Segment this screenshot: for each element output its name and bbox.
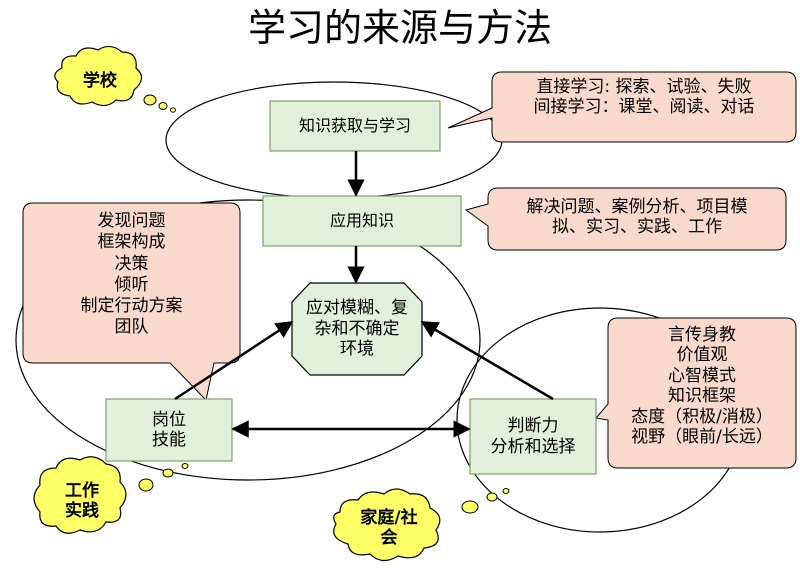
job-skills-line-1: 岗位	[152, 409, 186, 430]
learning-modes-line-1: 直接学习: 探索、试验、失败	[536, 77, 752, 97]
job-skills-item-5: 制定行动方案	[80, 296, 183, 316]
application-methods-callout: 解决问题、案例分析、项目模 拟、实习、实践、工作	[490, 197, 784, 238]
school-label: 学校	[62, 64, 138, 98]
family-society-label: 家庭/社 会	[342, 502, 436, 554]
job-skills-item-1: 发现问题	[97, 211, 166, 231]
job-skills-item-3: 决策	[114, 253, 149, 274]
apply-knowledge-label: 应用知识	[329, 211, 394, 231]
family-society-cloud	[333, 488, 510, 562]
work-practice-label: 工作 实践	[42, 474, 122, 528]
work-practice-line-1: 工作	[65, 480, 99, 501]
judgment-sources-callout-shape	[595, 317, 797, 469]
job-skills-line-2: 技能	[152, 430, 186, 450]
judgment-box: 判断力 分析和选择	[470, 399, 596, 474]
work-practice-line-2: 实践	[65, 501, 99, 521]
judgment-sources-item-3: 心智模式	[668, 365, 736, 386]
job-skills-box: 岗位 技能	[106, 399, 232, 461]
application-methods-callout-shape	[464, 187, 787, 251]
judgment-sources-item-6: 视野（眼前/长远）	[631, 426, 773, 447]
judgment-sources-item-2: 价值观	[676, 345, 728, 366]
judgment-box-shape	[469, 398, 597, 475]
job-skills-callout: 发现问题 框架构成 决策 倾听 制定行动方案 团队	[25, 211, 238, 339]
family-society-line-2: 会	[380, 528, 398, 548]
environment-octagon-shape	[291, 282, 423, 376]
school-cloud	[54, 45, 176, 113]
environment-line-2: 杂和不确定	[314, 318, 400, 339]
diagram-title: 学习的来源与方法	[247, 6, 552, 50]
judgment-sources-item-4: 知识框架	[668, 386, 736, 407]
environment-box: 应对模糊、复 杂和不确定 环境	[292, 283, 422, 375]
work-practice-cloud	[33, 456, 189, 534]
application-methods-line-1: 解决问题、案例分析、项目模	[526, 197, 748, 217]
school-label-text: 学校	[83, 70, 117, 91]
judgment-line-1: 判断力	[507, 416, 559, 437]
knowledge-acquisition-box: 知识获取与学习	[270, 101, 440, 151]
learning-modes-line-2: 间接学习：课堂、阅读、对话	[533, 97, 755, 118]
environment-line-1: 应对模糊、复	[306, 298, 408, 319]
work-practice-ellipse	[15, 199, 481, 481]
job-skills-item-6: 团队	[114, 317, 149, 338]
arrow-skills-to-environment	[174, 320, 294, 401]
judgment-sources-callout: 言传身教 价值观 心智模式 知识框架 态度（积极/消极） 视野（眼前/长远）	[610, 325, 794, 447]
environment-line-3: 环境	[340, 339, 374, 360]
knowledge-acquisition-label: 知识获取与学习	[298, 116, 411, 136]
apply-knowledge-box-shape	[262, 195, 462, 247]
knowledge-acquisition-box-shape	[269, 100, 441, 152]
arrow-judgment-to-environment	[420, 320, 554, 401]
job-skills-box-shape	[105, 398, 233, 462]
learning-modes-callout: 直接学习: 探索、试验、失败 间接学习：课堂、阅读、对话	[494, 77, 794, 118]
family-society-line-1: 家庭/社	[360, 507, 418, 528]
job-skills-item-4: 倾听	[114, 274, 149, 295]
application-methods-line-2: 拟、实习、实践、工作	[552, 217, 722, 238]
judgment-sources-item-1: 言传身教	[668, 325, 736, 345]
apply-knowledge-box: 应用知识	[263, 196, 461, 246]
learning-modes-callout-shape	[447, 71, 797, 143]
job-skills-callout-shape	[22, 202, 241, 402]
judgment-sources-item-5: 态度（积极/消极）	[631, 406, 773, 427]
judgment-line-2: 分析和选择	[490, 436, 576, 457]
job-skills-item-2: 框架构成	[97, 232, 166, 253]
